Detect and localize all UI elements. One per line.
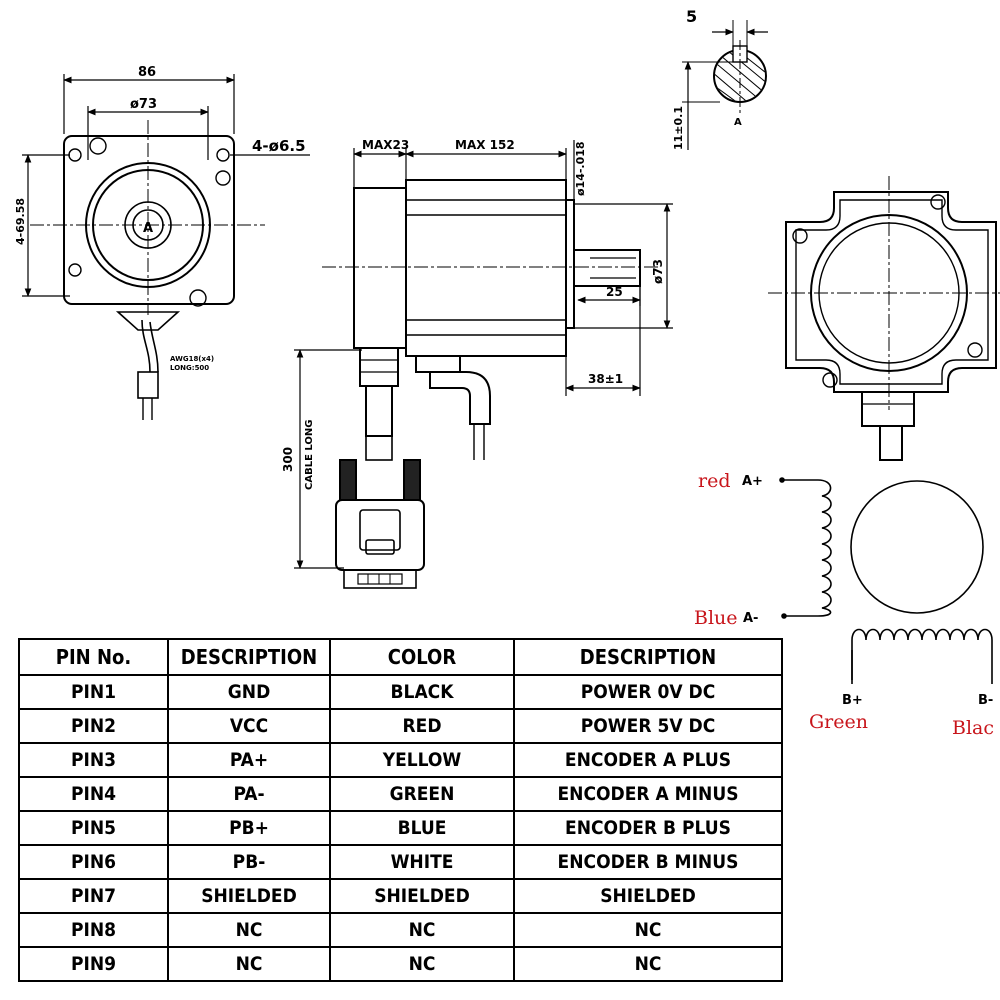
function-cell: NC	[513, 946, 783, 982]
side-view	[335, 179, 641, 589]
rear-centerlines	[768, 176, 1000, 410]
max-encoder-label: MAX23	[362, 138, 409, 152]
key-height-label: 11±0.1	[672, 106, 685, 150]
cable-note-1: AWG18(x4)	[170, 355, 214, 363]
pin-cell: PIN9	[18, 946, 169, 982]
signal-cell: PA-	[167, 776, 331, 812]
pin-cell: PIN5	[18, 810, 169, 846]
cable-note-2: LONG:500	[170, 364, 209, 372]
rear-view	[785, 191, 997, 461]
signal-cell: PB-	[167, 844, 331, 880]
color-cell: WHITE	[329, 844, 515, 880]
function-cell: ENCODER A PLUS	[513, 742, 783, 778]
function-cell: NC	[513, 912, 783, 948]
shaft-key-len-label: 25	[606, 285, 623, 299]
b-plus-label: B+	[842, 693, 863, 708]
table-row: PIN4 PA- GREEN ENCODER A MINUS	[18, 776, 783, 812]
section-label: A	[734, 117, 742, 128]
color-cell: BLUE	[329, 810, 515, 846]
side-dimensions	[294, 140, 673, 569]
holes-label: 4-ø6.5	[252, 137, 306, 155]
signal-cell: SHIELDED	[167, 878, 331, 914]
b-plus-color: Green	[809, 711, 868, 733]
color-cell: GREEN	[329, 776, 515, 812]
pin-cell: PIN1	[18, 674, 169, 710]
header-description-2: DESCRIPTION	[513, 638, 783, 676]
signal-cell: NC	[167, 946, 331, 982]
signal-cell: NC	[167, 912, 331, 948]
pin-cell: PIN4	[18, 776, 169, 812]
signal-cell: PB+	[167, 810, 331, 846]
signal-cell: GND	[167, 674, 331, 710]
cable-long-value: 300	[281, 447, 295, 472]
color-cell: SHIELDED	[329, 878, 515, 914]
function-cell: ENCODER B PLUS	[513, 810, 783, 846]
color-cell: YELLOW	[329, 742, 515, 778]
signal-cell: VCC	[167, 708, 331, 744]
front-dimensions	[22, 74, 310, 297]
table-row: PIN5 PB+ BLUE ENCODER B PLUS	[18, 810, 783, 846]
color-cell: RED	[329, 708, 515, 744]
front-centerlines	[30, 120, 265, 315]
table-row: PIN6 PB- WHITE ENCODER B MINUS	[18, 844, 783, 880]
a-plus-color: red	[698, 470, 731, 492]
a-minus-label: A-	[743, 611, 758, 626]
a-minus-color: Blue	[694, 607, 738, 629]
header-pin-no: PIN No.	[18, 638, 169, 676]
a-plus-label: A+	[742, 474, 763, 489]
table-row: PIN8 NC NC NC	[18, 912, 783, 948]
table-row: PIN3 PA+ YELLOW ENCODER A PLUS	[18, 742, 783, 778]
table-row: PIN7 SHIELDED SHIELDED SHIELDED	[18, 878, 783, 914]
color-cell: BLACK	[329, 674, 515, 710]
signal-cell: PA+	[167, 742, 331, 778]
table-row: PIN2 VCC RED POWER 5V DC	[18, 708, 783, 744]
table-header-row: PIN No. DESCRIPTION COLOR DESCRIPTION	[18, 638, 783, 676]
shaft-len-label: 38±1	[588, 372, 623, 386]
function-cell: POWER 0V DC	[513, 674, 783, 710]
wiring-diagram	[779, 477, 993, 684]
function-cell: POWER 5V DC	[513, 708, 783, 744]
flange-dia-label: ø73	[651, 259, 665, 284]
key-width-label: 5	[686, 7, 697, 26]
function-cell: ENCODER A MINUS	[513, 776, 783, 812]
pin-cell: PIN3	[18, 742, 169, 778]
max-body-label: MAX 152	[455, 138, 515, 152]
table-row: PIN1 GND BLACK POWER 0V DC	[18, 674, 783, 710]
color-cell: NC	[329, 946, 515, 982]
pin-cell: PIN7	[18, 878, 169, 914]
shaft-dia-label: ø14-.018	[574, 141, 587, 196]
front-shaft-flat-label: A	[143, 221, 153, 236]
front-circle-label: ø73	[130, 97, 157, 112]
function-cell: ENCODER B MINUS	[513, 844, 783, 880]
header-color: COLOR	[329, 638, 515, 676]
front-width-label: 86	[138, 65, 156, 80]
b-minus-label: B-	[978, 693, 993, 708]
pin-cell: PIN8	[18, 912, 169, 948]
pin-cell: PIN2	[18, 708, 169, 744]
pin-cell: PIN6	[18, 844, 169, 880]
header-description: DESCRIPTION	[167, 638, 331, 676]
color-cell: NC	[329, 912, 515, 948]
front-view	[63, 135, 235, 420]
function-cell: SHIELDED	[513, 878, 783, 914]
table-row: PIN9 NC NC NC	[18, 946, 783, 982]
hole-spacing-label: 4-69.58	[14, 198, 27, 245]
cable-long-label: CABLE LONG	[304, 420, 315, 490]
b-minus-color: Blac	[952, 717, 994, 739]
shaft-section	[682, 20, 768, 150]
pin-table: PIN No. DESCRIPTION COLOR DESCRIPTION PI…	[18, 638, 783, 982]
